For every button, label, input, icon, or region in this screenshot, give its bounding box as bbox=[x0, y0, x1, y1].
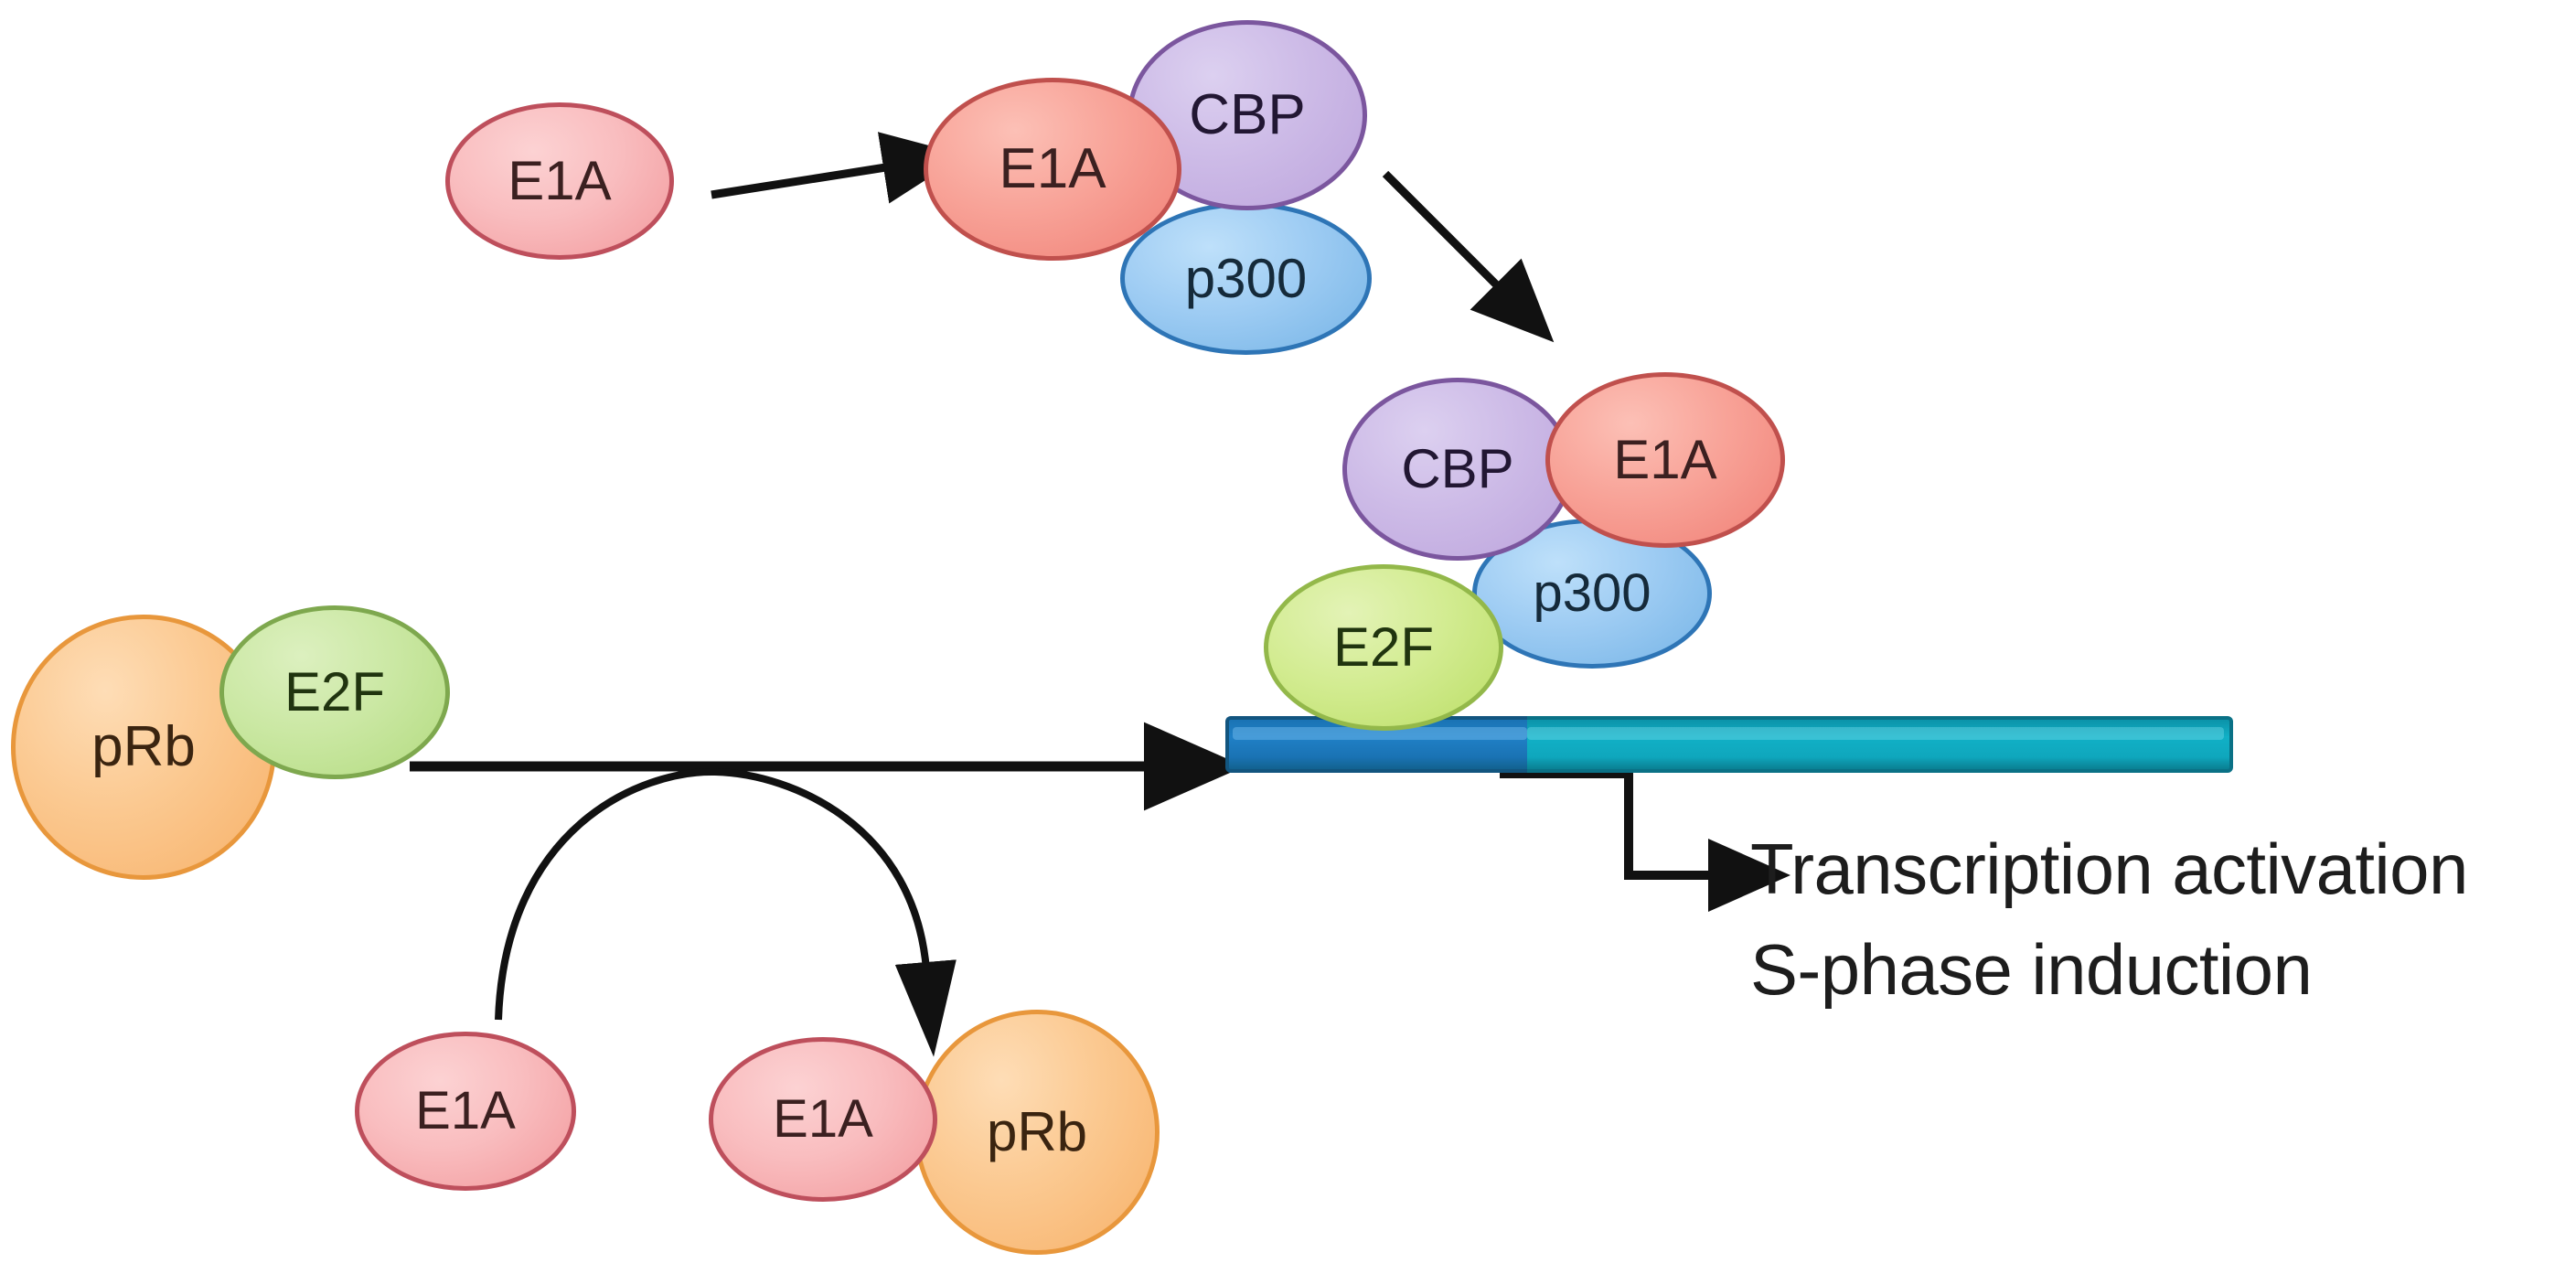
arrow-complex-to-promoter bbox=[1382, 170, 1555, 343]
node-label: E2F bbox=[283, 661, 386, 722]
node-label: CBP bbox=[1401, 438, 1514, 499]
arrow-e1a-to-cbp-complex bbox=[711, 132, 966, 204]
node-label: E2F bbox=[1332, 616, 1435, 678]
node-prb-bottom[interactable]: pRb bbox=[914, 1010, 1160, 1255]
node-label: E1A bbox=[773, 1089, 873, 1149]
node-label: pRb bbox=[986, 1101, 1088, 1162]
node-e1a-free-top[interactable]: E1A bbox=[445, 102, 674, 260]
node-p300-top[interactable]: p300 bbox=[1120, 202, 1372, 355]
node-label: CBP bbox=[1189, 83, 1306, 146]
dna-gene-segment bbox=[1527, 716, 2233, 773]
node-e1a-bound-bottom[interactable]: E1A bbox=[709, 1037, 937, 1202]
output-line-s-phase-induction: S-phase induction bbox=[1750, 928, 2313, 1011]
dna-gene-highlight bbox=[1527, 727, 2224, 740]
node-label: p300 bbox=[1184, 247, 1308, 309]
node-e1a-free-bottom[interactable]: E1A bbox=[355, 1032, 576, 1191]
output-line-transcription-activation: Transcription activation bbox=[1750, 828, 2468, 911]
node-cbp-complex[interactable]: CBP bbox=[1342, 378, 1573, 561]
node-label: pRb bbox=[91, 715, 196, 778]
node-label: E1A bbox=[508, 150, 612, 211]
node-e1a-complex[interactable]: E1A bbox=[1545, 372, 1785, 548]
node-e2f-complex[interactable]: E2F bbox=[1264, 564, 1503, 731]
arrow-dna-to-output bbox=[1500, 769, 1790, 912]
arrow-e1a-sequesters-prb bbox=[495, 767, 957, 1057]
output-text: Transcription activation bbox=[1750, 829, 2468, 909]
node-label: E1A bbox=[1613, 429, 1717, 490]
node-e2f-left[interactable]: E2F bbox=[219, 605, 450, 779]
node-e1a-bound-top[interactable]: E1A bbox=[924, 78, 1181, 261]
node-label: E1A bbox=[999, 137, 1106, 200]
node-label: p300 bbox=[1533, 563, 1651, 623]
output-text: S-phase induction bbox=[1750, 929, 2313, 1010]
node-label: E1A bbox=[415, 1081, 516, 1140]
